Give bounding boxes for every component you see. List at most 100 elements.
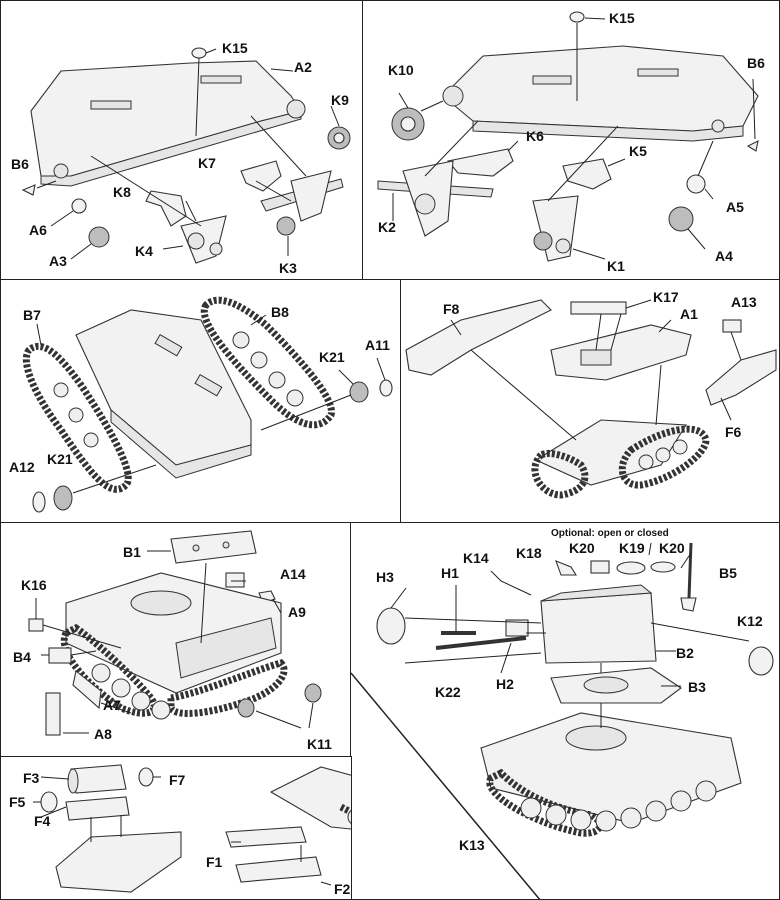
part-k20-a [590,560,610,574]
part-b4 [48,647,72,664]
step-panel-2: K15 K10 B6 K6 K5 K2 A5 A4 K1 [362,0,780,281]
step-panel-4: F8 K17 A13 A1 F6 [400,279,780,524]
part-a11 [379,379,393,397]
label-h2: H2 [496,676,514,692]
label-k15: K15 [222,40,248,56]
panel-5-drawing [28,530,322,736]
label-k18: K18 [516,545,542,561]
label-b7: B7 [23,307,41,323]
bogie-k3 [290,170,332,222]
label-h3: H3 [376,569,394,585]
part-a3 [88,226,110,248]
panel-6-drawing [351,542,774,899]
label-k15-right: K15 [609,10,635,26]
label-k9: K9 [331,92,349,108]
part-a7 [72,670,102,710]
panel-4-drawing [405,299,777,499]
label-k21-right: K21 [319,349,345,365]
part-k21-right [349,381,369,403]
part-a4 [668,206,694,232]
label-b2: B2 [676,645,694,661]
label-f2: F2 [334,881,351,897]
step-panel-7: F3 F7 F5 F4 F1 F2 [0,756,352,900]
part-k14 [490,570,532,596]
step-panel-3: B7 B8 K21 A11 A12 K21 [0,279,402,524]
panel-3-drawing [22,296,393,513]
label-a3: A3 [49,253,67,269]
label-a12: A12 [9,459,35,475]
label-k8: K8 [113,184,131,200]
label-b6: B6 [11,156,29,172]
label-a11: A11 [365,337,390,353]
optional-note: Optional: open or closed [551,528,669,539]
panel-2-drawing [377,11,759,262]
fender-f8 [405,299,552,376]
part-b6 [21,184,36,196]
track-b7 [22,342,132,493]
part-k7 [240,160,282,192]
label-k14: K14 [463,550,489,566]
label-b5: B5 [719,565,737,581]
label-a5: A5 [726,199,744,215]
label-a8: A8 [94,726,112,742]
label-k17: K17 [653,289,679,305]
panel-1-drawing [21,47,351,264]
fender-f6 [705,349,777,406]
part-k17 [570,301,627,315]
part-k20-b [650,561,676,573]
label-a14: A14 [280,566,306,582]
part-k18 [555,560,577,576]
step-panel-5: B1 A14 A9 K16 B4 A7 A8 K11 [0,522,352,758]
label-a6: A6 [29,222,47,238]
part-a6 [71,198,87,214]
part-k15-right [569,11,585,23]
label-k16: K16 [21,577,47,593]
step-panel-1: K15 A2 K9 B6 A6 A3 K8 K7 K4 K3 [0,0,364,281]
track-b8 [200,296,335,429]
label-f6: F6 [725,424,742,440]
label-b1: B1 [123,544,141,560]
label-a4: A4 [715,248,733,264]
label-a9: A9 [288,604,306,620]
label-k20-a: K20 [569,540,595,556]
part-f1 [225,826,307,848]
part-a5 [686,174,706,194]
label-f4: F4 [34,813,51,829]
barrel-k22 [435,636,527,650]
turret-b2 [540,592,657,664]
part-b6-right [746,140,759,152]
label-k7: K7 [198,155,216,171]
part-k19 [616,561,646,575]
plate-b1 [170,530,257,564]
label-k11: K11 [307,736,332,752]
label-b4: B4 [13,649,31,665]
engine-deck [55,831,182,893]
hull-side-a2-right [442,45,759,132]
label-a13: A13 [731,294,757,310]
label-a2: A2 [294,59,312,75]
label-k12: K12 [737,613,763,629]
panel-7-drawing [33,764,351,893]
label-k10: K10 [388,62,414,78]
label-h1: H1 [441,565,459,581]
part-f5 [40,791,58,813]
label-k13: K13 [459,837,485,853]
part-k11-a [237,698,255,718]
lower-hull [75,309,252,466]
label-a1: A1 [680,306,698,322]
part-k21-left [53,485,73,511]
label-k3: K3 [279,260,297,276]
step-panel-6: Optional: open or closed K14 K18 K20 K19… [350,522,780,900]
bogie-k1 [532,195,579,262]
label-k20-b: K20 [659,540,685,556]
tank-rear [269,766,351,830]
part-k11-b [304,683,322,703]
part-k5 [562,158,612,190]
part-k16 [28,618,44,632]
label-f7: F7 [169,772,186,788]
label-k22: K22 [435,684,461,700]
label-k4: K4 [135,243,153,259]
part-a14 [225,572,245,588]
deck-a1 [550,324,692,381]
label-f1: F1 [206,854,223,870]
